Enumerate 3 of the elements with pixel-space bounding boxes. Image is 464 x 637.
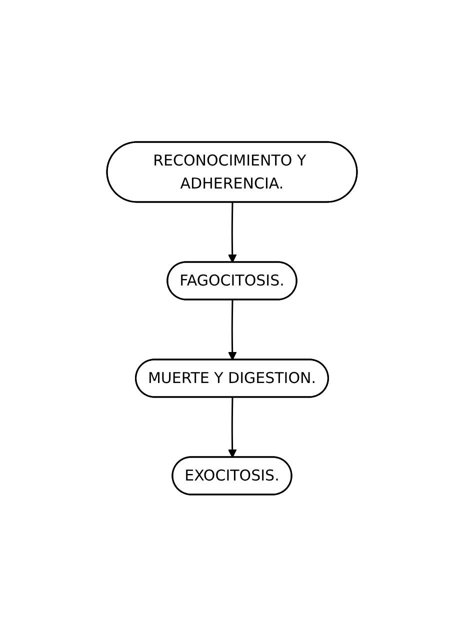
arrow	[228, 202, 237, 264]
arrow	[228, 398, 237, 458]
arrow	[228, 300, 237, 361]
